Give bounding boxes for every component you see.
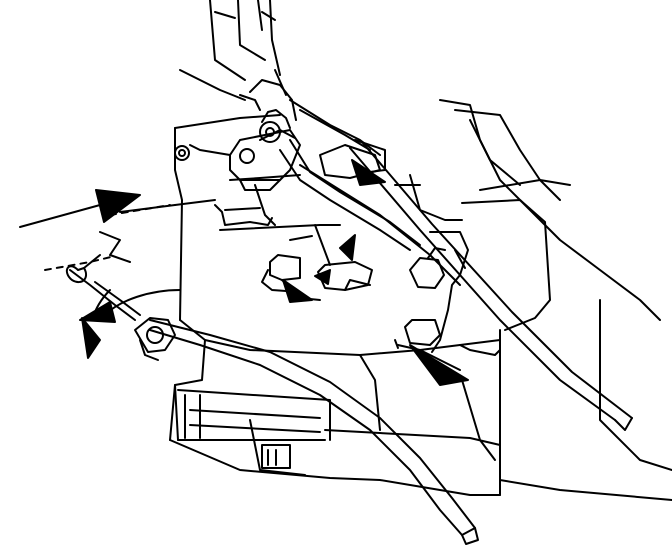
shadow-wedges (282, 159, 469, 386)
rotate-direction-arrow (79, 289, 181, 359)
leader-line (44, 199, 216, 271)
control-cable (69, 269, 479, 545)
cable-end-loop (65, 254, 101, 284)
hvac-housing (169, 114, 501, 496)
mounting-screw (174, 145, 190, 161)
rod-clamp (409, 231, 469, 353)
cable-retaining-clip (134, 317, 176, 361)
upper-pedal-mechanism (179, 0, 281, 101)
engagement-tabs (261, 254, 461, 371)
air-duct-outlet (174, 384, 331, 476)
actuator-linkage-rod (299, 141, 633, 431)
actuator-linkage (239, 69, 421, 251)
